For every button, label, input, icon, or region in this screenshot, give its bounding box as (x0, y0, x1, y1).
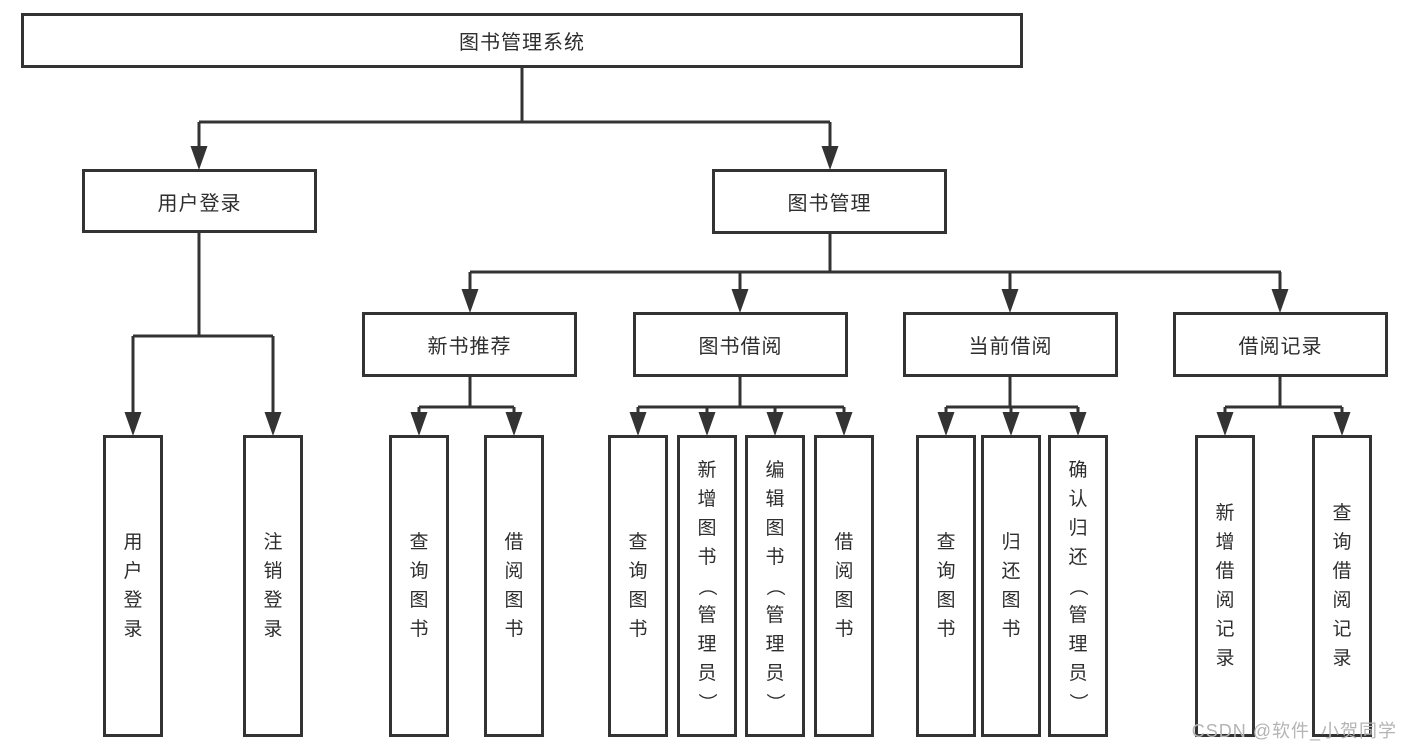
connector-new-book-to-leaves (417, 377, 516, 416)
arrow-down-icon (461, 289, 479, 313)
arrow-down-icon (698, 412, 716, 436)
arrow-down-icon (731, 289, 749, 313)
leaf-edit-books-admin-label: 编辑图书（管理员） (764, 459, 786, 712)
leaf-current-query-books-label: 查询图书 (936, 532, 956, 640)
leaf-query-borrow-record: 查询借阅记录 (1312, 435, 1372, 737)
node-book-borrow-label: 图书借阅 (698, 336, 783, 358)
arrow-down-icon (835, 412, 853, 436)
leaf-edit-books-admin: 编辑图书（管理员） (745, 435, 805, 737)
leaf-user-login: 用户登录 (103, 435, 163, 737)
arrow-down-icon (1216, 412, 1234, 436)
arrow-down-icon (410, 412, 428, 436)
arrow-down-icon (1069, 412, 1087, 436)
connector-book-management-to-groups (468, 234, 1282, 295)
node-new-book-recommend-label: 新书推荐 (427, 336, 512, 358)
arrow-down-icon (937, 412, 955, 436)
leaf-add-borrow-record-label: 新增借阅记录 (1215, 503, 1235, 669)
node-book-borrow: 图书借阅 (633, 312, 848, 377)
leaf-current-query-books: 查询图书 (916, 435, 976, 737)
arrow-down-icon (821, 146, 839, 170)
node-book-management-label: 图书管理 (787, 193, 872, 215)
node-user-login: 用户登录 (82, 169, 317, 233)
node-user-login-label: 用户登录 (157, 192, 242, 215)
node-current-borrow: 当前借阅 (903, 312, 1118, 377)
node-library-management-system: 图书管理系统 (21, 13, 1023, 68)
leaf-borrow-query-books-label: 查询图书 (628, 532, 648, 640)
leaf-borrow-books-label: 借阅图书 (834, 532, 854, 640)
node-library-management-system-label: 图书管理系统 (459, 32, 585, 54)
arrow-down-icon (1271, 289, 1289, 313)
arrow-down-icon (1002, 412, 1020, 436)
arrow-down-icon (629, 412, 647, 436)
connector-root-to-level2 (197, 68, 832, 150)
leaf-return-books-label: 归还图书 (1001, 532, 1021, 640)
connector-book-borrow-to-leaves (636, 377, 846, 416)
node-book-management: 图书管理 (712, 169, 947, 234)
leaf-query-borrow-record-label: 查询借阅记录 (1332, 503, 1352, 669)
leaf-add-books-admin-label: 新增图书（管理员） (696, 459, 718, 712)
leaf-add-borrow-record: 新增借阅记录 (1195, 435, 1255, 737)
node-new-book-recommend: 新书推荐 (362, 312, 577, 377)
leaf-logout: 注销登录 (243, 435, 303, 737)
arrow-down-icon (505, 412, 523, 436)
leaf-logout-label: 注销登录 (263, 532, 283, 640)
leaf-recommend-borrow-books: 借阅图书 (484, 435, 544, 737)
arrow-down-icon (190, 146, 208, 170)
leaf-return-books: 归还图书 (981, 435, 1041, 737)
connector-user-login-to-leaves (131, 233, 275, 416)
arrow-down-icon (766, 412, 784, 436)
leaf-user-login-label: 用户登录 (123, 532, 143, 640)
connector-borrow-record-to-leaves (1223, 377, 1344, 416)
arrowheads (124, 146, 1351, 436)
leaf-add-books-admin: 新增图书（管理员） (677, 435, 737, 737)
arrow-down-icon (124, 412, 142, 436)
arrow-down-icon (1333, 412, 1351, 436)
leaf-borrow-books: 借阅图书 (814, 435, 874, 737)
csdn-watermark: CSDN @软件_小贺同学 (1191, 721, 1397, 741)
arrow-down-icon (1001, 289, 1019, 313)
connector-current-borrow-to-leaves (944, 377, 1080, 416)
leaf-recommend-query-books: 查询图书 (389, 435, 449, 737)
leaf-recommend-query-books-label: 查询图书 (409, 532, 429, 640)
leaf-borrow-query-books: 查询图书 (608, 435, 668, 737)
leaf-confirm-return-admin: 确认归还（管理员） (1048, 435, 1108, 737)
leaf-recommend-borrow-books-label: 借阅图书 (504, 532, 524, 640)
leaf-confirm-return-admin-label: 确认归还（管理员） (1067, 459, 1089, 712)
node-borrow-record: 借阅记录 (1173, 312, 1388, 377)
arrow-down-icon (264, 412, 282, 436)
node-borrow-record-label: 借阅记录 (1238, 336, 1323, 358)
node-current-borrow-label: 当前借阅 (968, 336, 1053, 358)
